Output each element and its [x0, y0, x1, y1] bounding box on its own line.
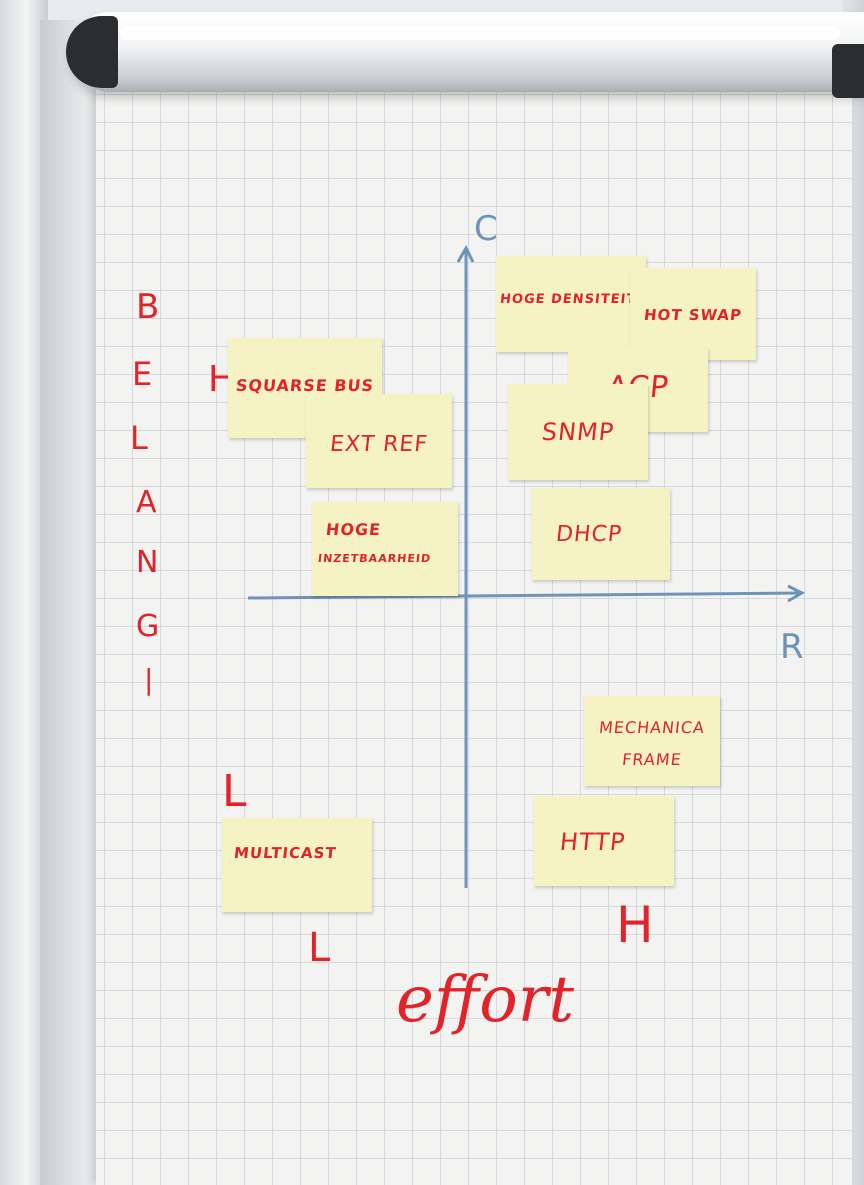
belang-letter: A: [136, 485, 157, 520]
sticky-note-snmp[interactable]: SNMP: [508, 384, 648, 480]
belang-stroke: |: [144, 663, 154, 696]
y-axis-label: C: [474, 209, 498, 249]
note-text: SNMP: [540, 418, 616, 446]
note-text: DHCP: [554, 522, 624, 547]
importance-low-label: L: [222, 766, 247, 817]
sticky-note-dhcp[interactable]: DHCP: [532, 488, 670, 580]
note-text: FRAME: [621, 750, 683, 769]
note-text: SQUARSE BUS: [234, 376, 376, 395]
sticky-note-hoge-inzetbaarheid[interactable]: HOGE INZETBAARHEID: [312, 502, 458, 596]
roller-end-cap-left: [66, 16, 118, 88]
flipchart-roller: [70, 12, 864, 92]
roller-end-cap-right: [832, 44, 864, 98]
effort-low-label: L: [308, 925, 331, 971]
note-text: HOGE: [325, 520, 383, 539]
roller-highlight: [120, 26, 840, 40]
belang-letter: B: [136, 287, 160, 327]
sticky-note-http[interactable]: HTTP: [534, 796, 674, 886]
sticky-note-mechanica-frame[interactable]: MECHANICA FRAME: [584, 696, 720, 786]
sticky-note-hoge-densiteit[interactable]: HOGE DENSITEIT: [496, 256, 646, 352]
belang-letter: G: [136, 609, 160, 644]
x-axis-label: R: [780, 627, 804, 667]
belang-letter: N: [136, 545, 159, 580]
sticky-note-ext-ref[interactable]: EXT REF: [306, 394, 452, 488]
horizontal-axis-line: [247, 591, 801, 600]
effort-axis-title: effort: [396, 963, 575, 1037]
sticky-note-multicast[interactable]: MULTICAST: [222, 818, 372, 912]
belang-letter: E: [132, 355, 153, 393]
note-text: EXT REF: [328, 432, 430, 457]
note-text: HOGE DENSITEIT: [499, 292, 638, 307]
note-text: MECHANICA: [598, 718, 706, 737]
vertical-axis-arrow: [456, 244, 475, 263]
note-text: HOT SWAP: [643, 306, 743, 324]
sticky-note-hot-swap[interactable]: HOT SWAP: [630, 268, 756, 360]
note-text: MULTICAST: [233, 844, 338, 862]
belang-letter: L: [130, 419, 148, 457]
note-text: HTTP: [558, 828, 627, 856]
effort-high-label: H: [616, 896, 654, 954]
note-text: INZETBAARHEID: [317, 552, 432, 565]
horizontal-axis-arrow: [787, 584, 806, 603]
